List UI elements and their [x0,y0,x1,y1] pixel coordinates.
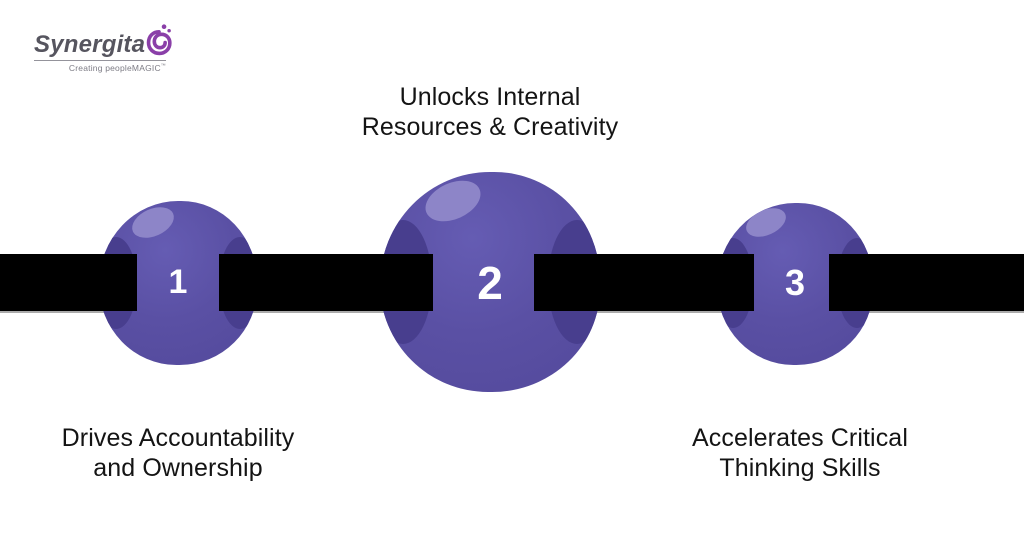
step-number-2: 2 [477,256,503,309]
step-number-3: 3 [784,261,806,303]
swirl-icon [146,22,172,61]
step-label-2-line2: Resources & Creativity [361,113,619,141]
ribbon-segment-bead-3-left [714,254,754,311]
ribbon-segment-bead-3-right [829,254,875,311]
step-label-1-line2: and Ownership [93,454,263,482]
bead-2-highlight [419,172,487,230]
brand-divider [34,60,166,61]
brand-tagline: Creating peopleMAGIC™ [34,63,166,73]
step-label-2: Unlocks Internal Resources & Creativity [320,82,660,142]
ribbon-segment-bead-2-right [534,254,602,311]
step-label-1-line1: Drives Accountability [61,424,295,452]
brand-logo: Synergita Creating peopleMAGIC™ [34,22,172,73]
step-label-2-line1: Unlocks Internal [399,83,581,111]
brand-logo-row: Synergita [34,22,172,58]
bead-3-highlight [741,203,791,243]
ribbon-segment-bead-1-left [97,254,137,311]
ribbon-segment-bead-1-right [219,254,259,311]
brand-tagline-mark: ™ [160,63,166,70]
step-number-1: 1 [168,263,188,301]
bead-1-highlight [127,201,179,244]
brand-name: Synergita [34,30,146,58]
step-label-3-line1: Accelerates Critical [692,424,908,452]
step-label-3: Accelerates Critical Thinking Skills [640,423,960,483]
step-label-1: Drives Accountability and Ownership [18,423,338,483]
brand-tagline-text: Creating peopleMAGIC [68,63,161,73]
ribbon-segment-bead-2-left [377,254,433,311]
step-label-3-line2: Thinking Skills [719,454,881,482]
